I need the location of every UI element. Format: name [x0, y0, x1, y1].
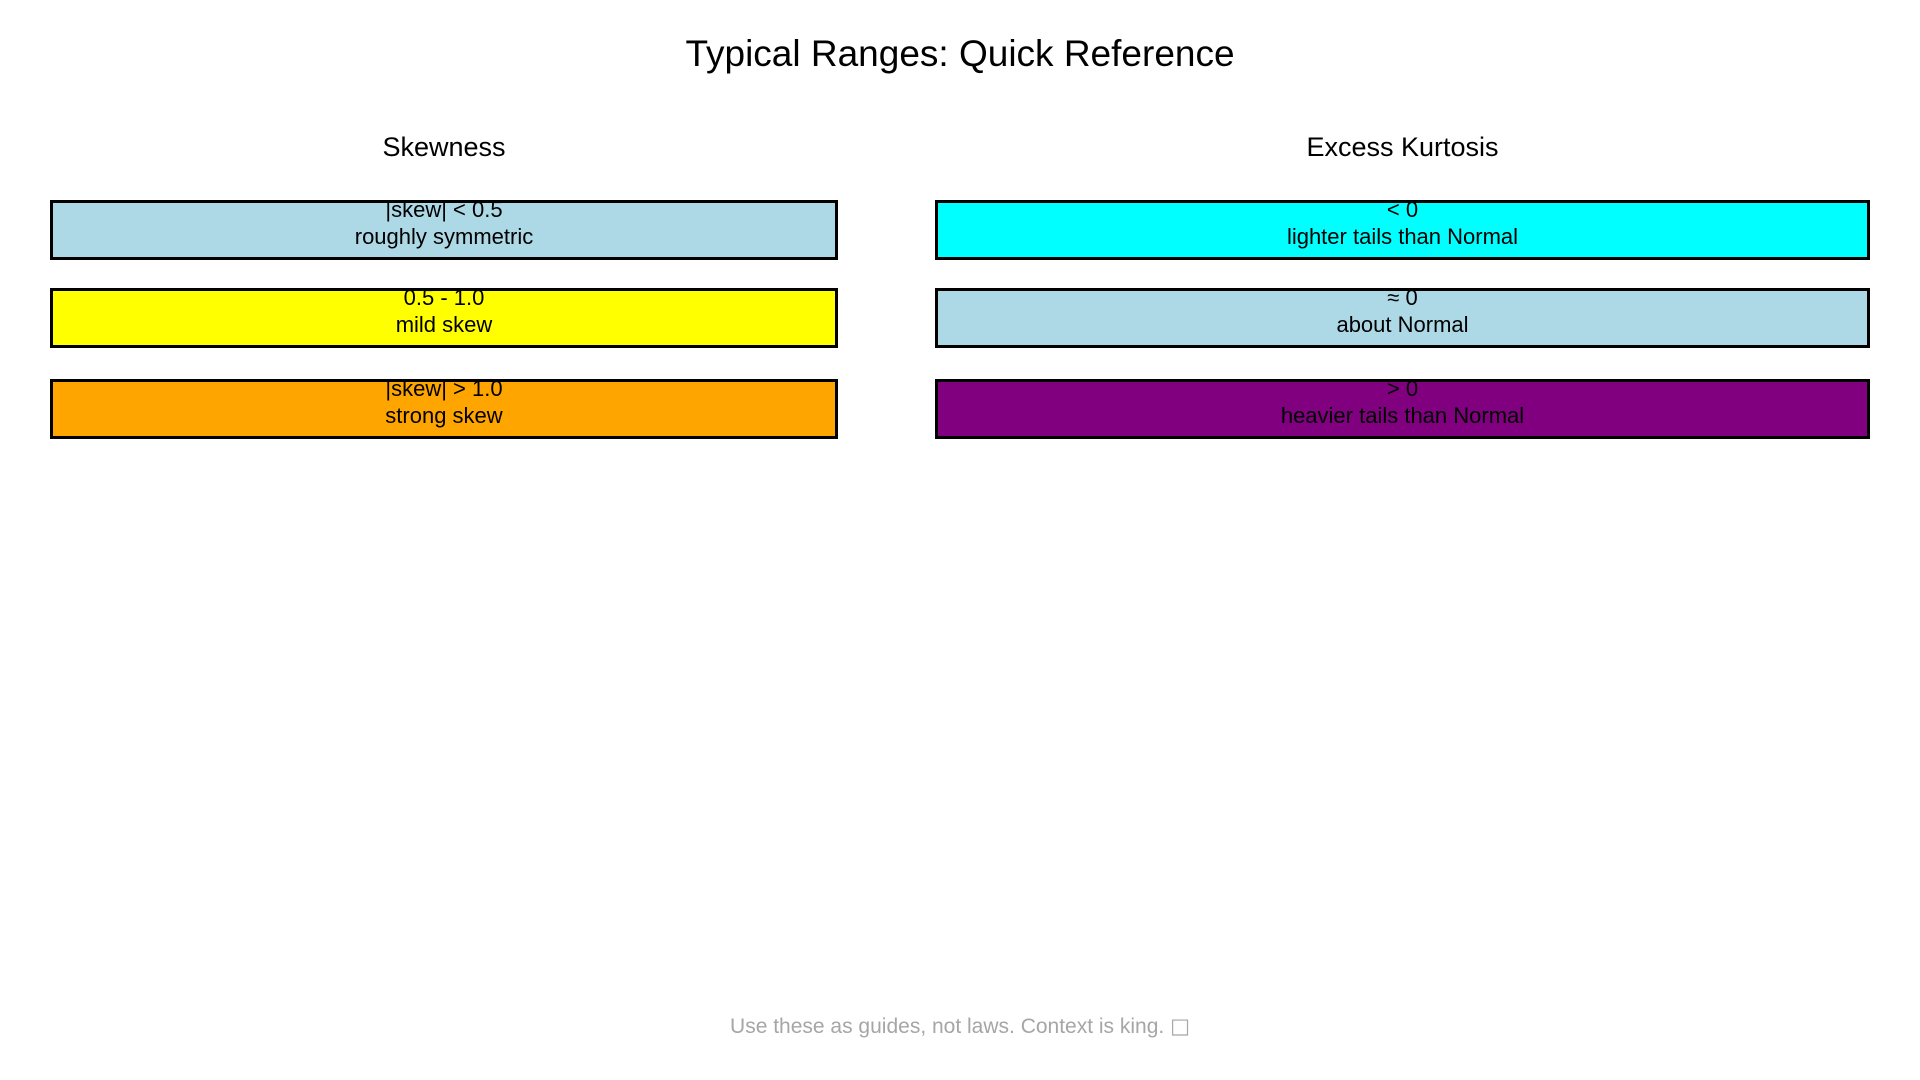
band-kurtosis-1 — [935, 288, 1870, 348]
band-skewness-1 — [50, 288, 838, 348]
column-excess-kurtosis: Excess Kurtosis < 0 lighter tails than N… — [935, 0, 1870, 1080]
footnote-glyph-icon: □ — [1170, 1014, 1190, 1038]
band-skewness-0 — [50, 200, 838, 260]
footnote-text: Use these as guides, not laws. Context i… — [730, 1015, 1165, 1038]
column-skewness: Skewness |skew| < 0.5 roughly symmetric … — [50, 0, 838, 1080]
column-title-excess-kurtosis: Excess Kurtosis — [1306, 132, 1499, 162]
band-kurtosis-0 — [935, 200, 1870, 260]
footnote: Use these as guides, not laws. Context i… — [0, 1013, 1920, 1040]
page-title: Typical Ranges: Quick Reference — [685, 33, 1235, 74]
column-title-skewness: Skewness — [382, 132, 506, 162]
band-kurtosis-2 — [935, 379, 1870, 439]
band-skewness-2 — [50, 379, 838, 439]
